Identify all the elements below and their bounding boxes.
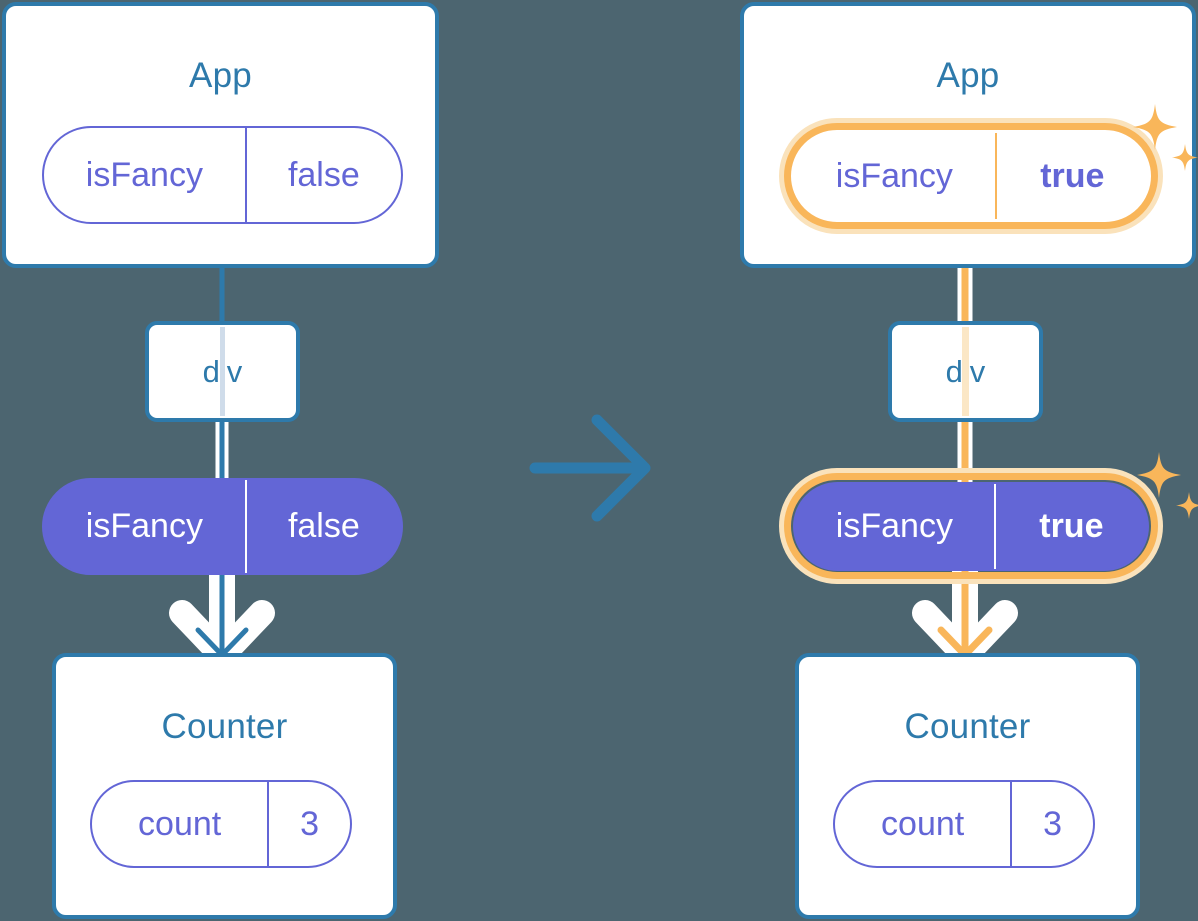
counter-state-pill-before: count 3 <box>90 780 352 868</box>
app-state-value-after: true <box>1040 156 1105 195</box>
app-state-key-before: isFancy <box>44 128 247 222</box>
app-state-highlight-ring-after <box>784 123 1158 229</box>
app-state-pill-after: isFancy true <box>792 131 1150 221</box>
prop-highlight-ring-after <box>784 473 1158 579</box>
prop-pill-before: isFancy false <box>42 478 403 575</box>
counter-state-key-before: count <box>92 782 270 866</box>
counter-state-value-before: 3 <box>300 804 320 843</box>
counter-state-key-after: count <box>835 782 1013 866</box>
prop-value-after: true <box>1039 507 1104 545</box>
app-state-pill-before: isFancy false <box>42 126 403 224</box>
sparkle-icon-prop-after <box>1137 452 1198 519</box>
prop-pill-after: isFancy true <box>793 482 1149 571</box>
prop-key-after: isFancy <box>795 484 996 569</box>
app-state-value-before: false <box>287 155 360 194</box>
transition-arrow-icon <box>529 414 651 522</box>
prop-value-before: false <box>287 507 360 545</box>
div-internal-line-before <box>220 327 225 416</box>
counter-state-value-after: 3 <box>1043 804 1063 843</box>
sparkle-icon-app-after <box>1133 104 1198 171</box>
counter-title-before: Counter <box>161 707 288 746</box>
arrow-pill-to-counter-left <box>169 557 275 668</box>
app-title-before: App <box>189 56 252 95</box>
app-title-after: App <box>936 56 1000 95</box>
app-state-key-after: isFancy <box>794 133 997 219</box>
div-internal-line-after <box>962 327 969 416</box>
counter-state-pill-after: count 3 <box>833 780 1095 868</box>
counter-title-after: Counter <box>904 707 1031 746</box>
prop-key-before: isFancy <box>44 480 247 573</box>
